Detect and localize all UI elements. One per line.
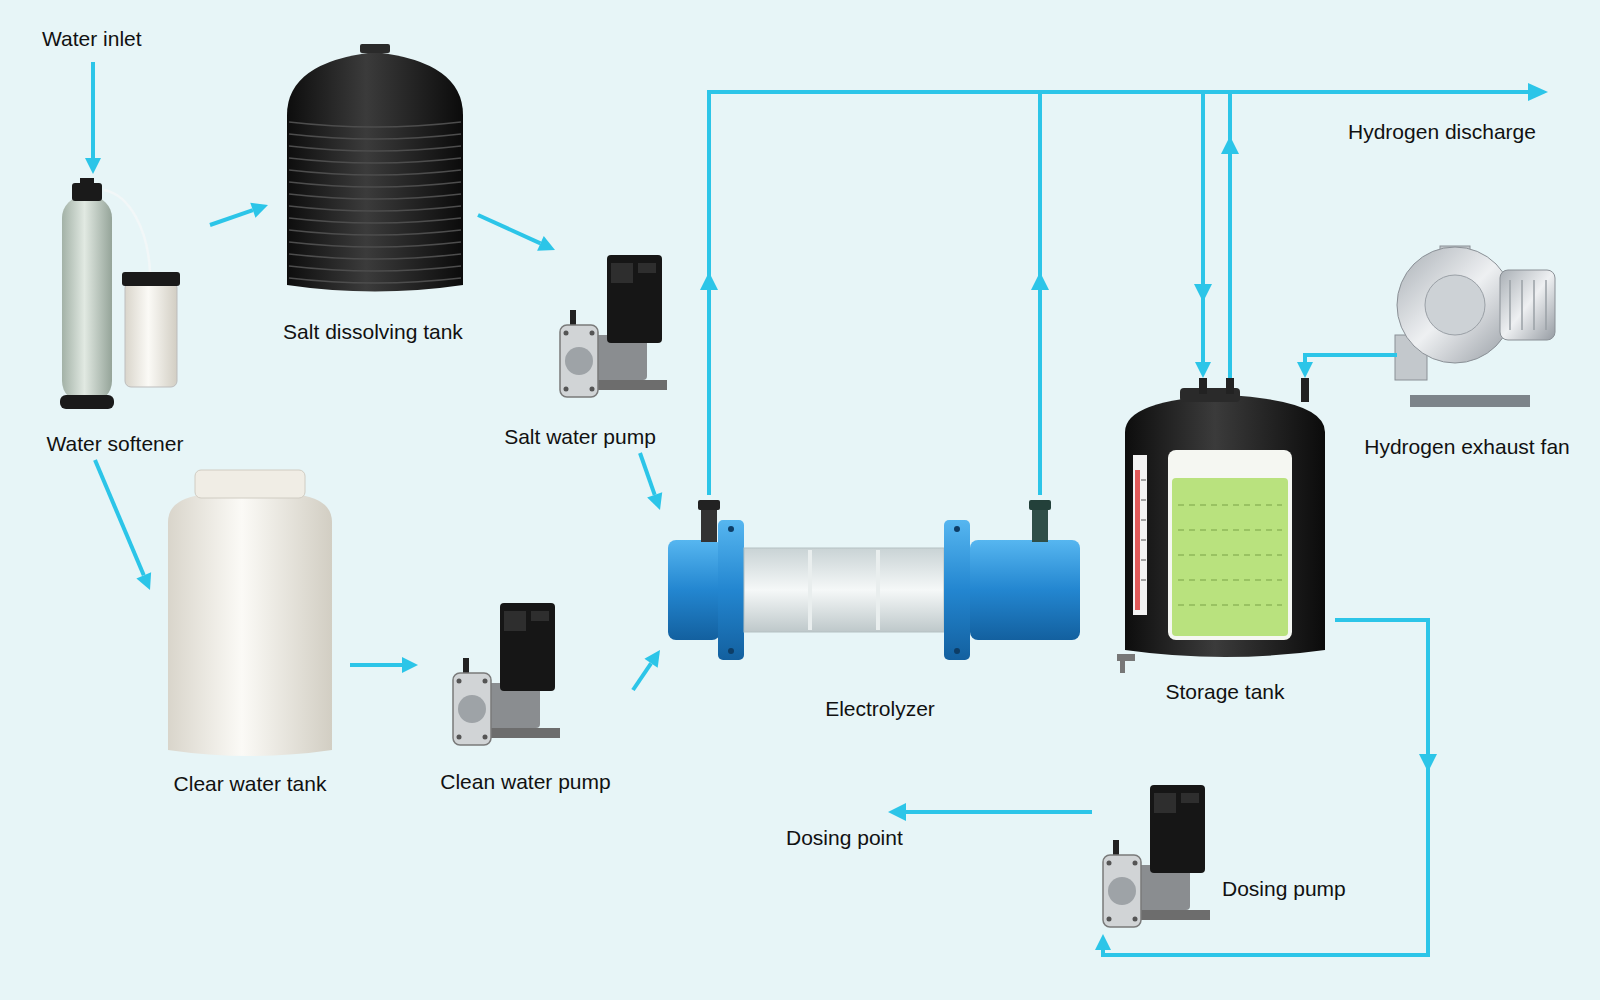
equipment-node: Clear water tank	[150, 465, 350, 800]
arrow-head	[647, 492, 662, 510]
pipe-connector	[478, 215, 555, 251]
pipe-connector	[709, 92, 1211, 495]
clear-tank-picture	[168, 470, 332, 756]
pipe-line	[210, 210, 253, 225]
flow-label: Water inlet	[42, 27, 142, 51]
label-holder: Water inlet	[42, 27, 142, 51]
arrow-head	[1195, 362, 1211, 378]
electrolyzer-picture	[668, 500, 1080, 660]
equipment-node: Dosing pump	[1092, 782, 1382, 934]
pipe-line	[350, 663, 402, 667]
flow-arrowheads	[85, 83, 1548, 821]
equipment-label: Clear water tank	[174, 772, 327, 796]
pump-pictures	[453, 255, 1210, 927]
equipment-label: Hydrogen exhaust fan	[1364, 435, 1569, 459]
pipe-line	[709, 92, 1203, 495]
label-holder: Dosing point	[786, 826, 903, 850]
arrow-head	[537, 236, 555, 251]
pipe-line	[1305, 355, 1342, 362]
pipe-connector	[95, 460, 151, 590]
equipment-node: Hydrogen exhaust fan	[1342, 240, 1592, 465]
pipe-line	[633, 663, 651, 690]
pipe-connector	[1095, 620, 1428, 955]
arrow-head	[136, 572, 151, 590]
salt-tank-picture	[287, 44, 463, 292]
flow-label: Dosing point	[786, 826, 903, 850]
equipment-label: Storage tank	[1165, 680, 1284, 704]
pipe-line	[640, 453, 655, 495]
arrow-head	[1095, 934, 1111, 950]
equipment-label: Clean water pump	[440, 770, 610, 794]
equipment-node: Salt dissolving tank	[268, 40, 478, 348]
equipment-label: Water softener	[47, 432, 184, 456]
pipe-line	[478, 215, 540, 243]
arrow-head	[250, 203, 268, 218]
arrow-head	[644, 650, 660, 668]
flow-label: Hydrogen discharge	[1348, 120, 1536, 144]
equipment-node: Salt water pump	[480, 250, 680, 453]
equipment-node: Clean water pump	[418, 598, 633, 798]
pipe-connector	[640, 453, 662, 510]
storage-tank-picture	[1117, 378, 1325, 673]
equipment-node: Storage tank	[1115, 378, 1335, 708]
equipment-node: Electrolyzer	[660, 495, 1100, 725]
exhaust-fan-picture	[1395, 246, 1555, 407]
pipe-connector	[1297, 355, 1342, 378]
pipe-line	[95, 460, 144, 575]
water-softener-picture	[60, 178, 180, 409]
equipment-label: Salt dissolving tank	[283, 320, 463, 344]
pipe-connector	[350, 657, 418, 673]
arrow-head	[402, 657, 418, 673]
arrow-head	[1297, 362, 1313, 378]
equipment-label: Electrolyzer	[825, 697, 935, 721]
equipment-label: Salt water pump	[504, 425, 656, 449]
pipe-connector	[633, 650, 660, 690]
equipment-node: Water softener	[20, 175, 210, 460]
pipe-lines	[93, 62, 1530, 812]
pipe-line	[1103, 620, 1428, 955]
pipe-connector	[210, 203, 268, 225]
label-holder: Hydrogen discharge	[1348, 120, 1536, 144]
equipment-label: Dosing pump	[1222, 877, 1346, 901]
